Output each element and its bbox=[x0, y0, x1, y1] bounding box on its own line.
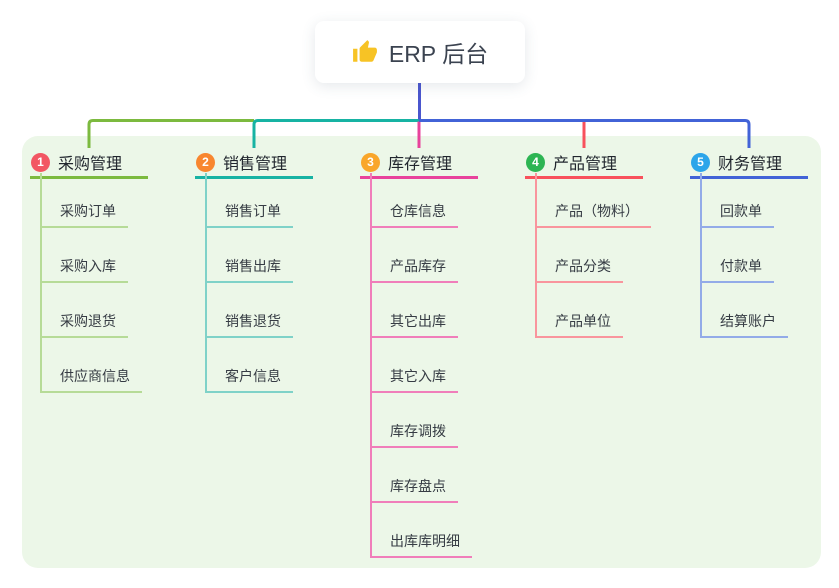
list-item: 采购订单 bbox=[42, 173, 142, 228]
branch-header-2[interactable]: 2 销售管理 bbox=[195, 148, 313, 179]
mindmap-node[interactable]: 采购订单 bbox=[42, 201, 128, 228]
list-item: 产品分类 bbox=[537, 228, 651, 283]
mindmap-node[interactable]: 其它入库 bbox=[372, 366, 458, 393]
list-item: 销售退货 bbox=[207, 283, 293, 338]
mindmap-panel bbox=[22, 136, 821, 568]
branch-number-badge: 5 bbox=[691, 152, 710, 172]
mindmap-node[interactable]: 客户信息 bbox=[207, 366, 293, 393]
thumbs-up-icon bbox=[352, 40, 377, 62]
mindmap-node[interactable]: 采购退货 bbox=[42, 311, 128, 338]
branch-items-1: 采购订单采购入库采购退货供应商信息 bbox=[40, 173, 142, 393]
list-item: 库存盘点 bbox=[372, 448, 472, 503]
mindmap-node[interactable]: 结算账户 bbox=[702, 311, 788, 338]
branch-header-1[interactable]: 1 采购管理 bbox=[30, 148, 148, 179]
root-node[interactable]: ERP 后台 bbox=[315, 21, 525, 83]
mindmap-node[interactable]: 仓库信息 bbox=[372, 201, 458, 228]
branch-label: 销售管理 bbox=[223, 156, 288, 173]
branch-label: 产品管理 bbox=[553, 156, 618, 173]
list-item: 产品库存 bbox=[372, 228, 472, 283]
branch-label: 库存管理 bbox=[388, 156, 453, 173]
branch-label: 财务管理 bbox=[718, 156, 783, 173]
branch-number-badge: 2 bbox=[196, 152, 215, 172]
branch-number-badge: 4 bbox=[526, 152, 545, 172]
mindmap-node[interactable]: 回款单 bbox=[702, 201, 774, 228]
mindmap-node[interactable]: 采购入库 bbox=[42, 256, 128, 283]
list-item: 客户信息 bbox=[207, 338, 293, 393]
list-item: 出库库明细 bbox=[372, 503, 472, 558]
list-item: 付款单 bbox=[702, 228, 788, 283]
list-item: 产品（物料） bbox=[537, 173, 651, 228]
mindmap-node[interactable]: 出库库明细 bbox=[372, 531, 472, 558]
branch-items-4: 产品（物料） 产品分类产品单位 bbox=[535, 173, 651, 338]
mindmap-node[interactable]: 产品（物料） bbox=[537, 201, 651, 228]
branch-header-4[interactable]: 4 产品管理 bbox=[525, 148, 643, 179]
list-item: 销售订单 bbox=[207, 173, 293, 228]
mindmap-node[interactable]: 供应商信息 bbox=[42, 366, 142, 393]
list-item: 库存调拨 bbox=[372, 393, 472, 448]
mindmap-node[interactable]: 产品库存 bbox=[372, 256, 458, 283]
branch-header-5[interactable]: 5 财务管理 bbox=[690, 148, 808, 179]
list-item: 采购入库 bbox=[42, 228, 142, 283]
mindmap-node[interactable]: 库存调拨 bbox=[372, 421, 458, 448]
mindmap-node[interactable]: 产品分类 bbox=[537, 256, 623, 283]
list-item: 仓库信息 bbox=[372, 173, 472, 228]
list-item: 供应商信息 bbox=[42, 338, 142, 393]
mindmap-node[interactable]: 销售出库 bbox=[207, 256, 293, 283]
mindmap-node[interactable]: 其它出库 bbox=[372, 311, 458, 338]
mindmap-node[interactable]: 付款单 bbox=[702, 256, 774, 283]
list-item: 采购退货 bbox=[42, 283, 142, 338]
branch-number-badge: 3 bbox=[361, 152, 380, 172]
root-title: ERP 后台 bbox=[388, 41, 489, 67]
mindmap-node[interactable]: 销售订单 bbox=[207, 201, 293, 228]
mindmap-node[interactable]: 库存盘点 bbox=[372, 476, 458, 503]
branch-items-3: 仓库信息产品库存其它出库其它入库库存调拨库存盘点出库库明细 bbox=[370, 173, 472, 558]
list-item: 回款单 bbox=[702, 173, 788, 228]
list-item: 结算账户 bbox=[702, 283, 788, 338]
list-item: 其它出库 bbox=[372, 283, 472, 338]
branch-label: 采购管理 bbox=[58, 156, 123, 173]
branch-number-badge: 1 bbox=[31, 152, 50, 172]
list-item: 产品单位 bbox=[537, 283, 651, 338]
mindmap-node[interactable]: 销售退货 bbox=[207, 311, 293, 338]
mindmap-node[interactable]: 产品单位 bbox=[537, 311, 623, 338]
branch-header-3[interactable]: 3 库存管理 bbox=[360, 148, 478, 179]
list-item: 其它入库 bbox=[372, 338, 472, 393]
branch-items-2: 销售订单销售出库销售退货客户信息 bbox=[205, 173, 293, 393]
list-item: 销售出库 bbox=[207, 228, 293, 283]
branch-items-5: 回款单付款单结算账户 bbox=[700, 173, 788, 338]
